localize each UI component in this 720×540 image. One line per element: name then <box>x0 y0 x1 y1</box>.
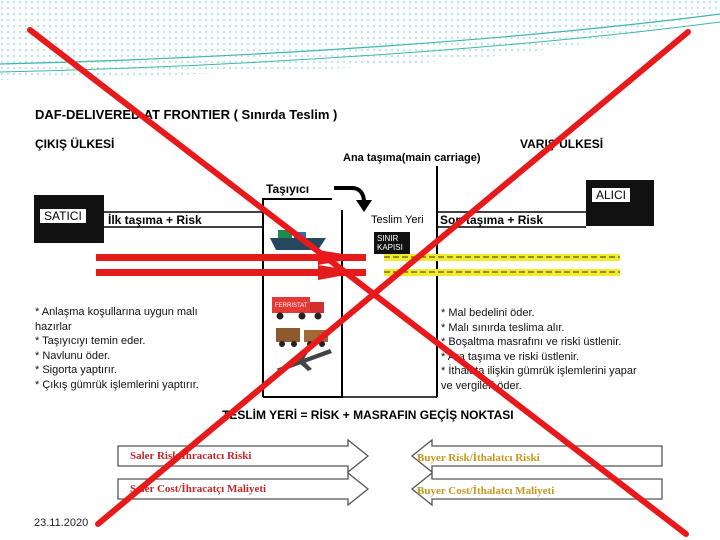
carrier-label: Taşıyıcı <box>266 182 310 196</box>
border-gate-box: SINIR KAPISI <box>374 232 410 254</box>
border-gate-line1: SINIR <box>377 234 399 243</box>
transfer-point-label: TESLİM YERİ = RİSK + MASRAFIN GEÇİŞ NOKT… <box>222 408 514 422</box>
seller-risk-label: Saler Risk/İhracatcı Riski <box>130 450 252 462</box>
buyer-duty-1: * Mal bedelini öder. <box>441 307 535 319</box>
seller-duty-3: * Taşıyıcıyı temin eder. <box>35 335 146 347</box>
delivery-place-label: Teslim Yeri <box>371 214 424 226</box>
seller-box: SATICI <box>34 195 104 243</box>
seller-duty-4: * Navlunu öder. <box>35 349 111 362</box>
buyer-box: ALICI <box>586 180 654 226</box>
main-carriage-label: Ana taşıma(main carriage) <box>343 152 481 164</box>
truck-label: FERRISTAT <box>275 303 308 309</box>
slide-date: 23.11.2020 <box>34 517 89 529</box>
buyer-duty-4: * Ara taşıma ve riski üstlenir. <box>441 350 580 363</box>
buyer-duties: * Mal bedelini öder. * Malı sınırda tesl… <box>441 306 681 393</box>
seller-cost-label: Saler Cost/İhracatçı Maliyeti <box>130 483 267 495</box>
header-wave-decoration <box>0 0 720 80</box>
seller-duty-1: * Anlaşma koşullarına uygun malı <box>35 306 198 318</box>
buyer-label: ALICI <box>592 188 631 202</box>
buyer-duty-3: * Boşaltma masrafını ve riski üstlenir. <box>441 336 622 348</box>
buyer-duty-2: * Malı sınırda teslima alır. <box>441 321 565 334</box>
entry-country-label: VARIŞ ÜLKESİ <box>520 137 604 151</box>
buyer-cost-label: Buyer Cost/İthalatcı Maliyeti <box>417 485 555 497</box>
seller-duty-2: hazırlar <box>35 320 72 333</box>
seller-duty-5: * Sigorta yaptırır. <box>35 364 117 376</box>
seller-duty-6: * Çıkış gümrük işlemlerini yaptırır. <box>35 378 199 391</box>
seller-label: SATICI <box>40 209 86 223</box>
seller-duties: * Anlaşma koşullarına uygun malı hazırla… <box>35 305 250 392</box>
exit-country-label: ÇIKIŞ ÜLKESİ <box>35 137 115 151</box>
border-gate-line2: KAPISI <box>377 243 403 252</box>
diagram-title: DAF-DELIVERED AT FRONTIER ( Sınırda Tesl… <box>35 107 338 122</box>
curved-arrow-icon <box>334 186 372 212</box>
buyer-risk-label: Buyer Risk/İthalatcı Riski <box>417 452 540 464</box>
truck-icon: FERRISTAT <box>272 297 324 320</box>
first-carriage-label: İlk taşıma + Risk <box>108 213 202 227</box>
buyer-duty-5: * İthalata ilişkin gümrük işlemlerini ya… <box>441 365 637 377</box>
